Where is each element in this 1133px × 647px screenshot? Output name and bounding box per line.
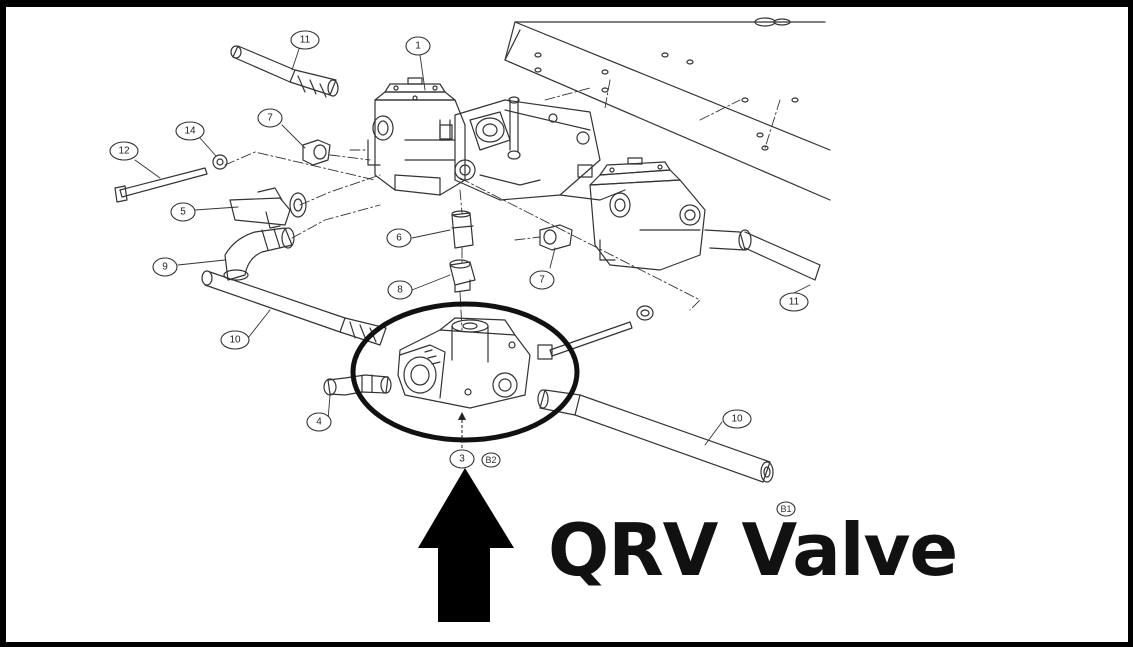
callout-10-left <box>220 330 250 350</box>
callout-1 <box>405 36 431 56</box>
callout-label: 11 <box>789 297 800 308</box>
fitting-8 <box>449 259 476 293</box>
callout-3 <box>449 449 475 469</box>
qrv-highlight-circle <box>350 301 580 443</box>
callout-label: 8 <box>397 285 403 296</box>
callout-label: 3 <box>459 454 465 465</box>
mounting-plate <box>504 17 831 201</box>
callout-label: 1 <box>415 41 421 52</box>
callout-label: 10 <box>229 335 241 346</box>
callout-11-right <box>779 292 809 312</box>
tube-10-left <box>201 270 387 346</box>
ref-b1 <box>776 501 796 517</box>
callout-label: 4 <box>316 417 322 428</box>
callout-12 <box>109 141 139 161</box>
callout-label: 5 <box>180 207 186 218</box>
plug-7-upper <box>302 139 331 166</box>
callout-9 <box>152 257 178 277</box>
callout-14 <box>175 121 205 141</box>
callout-8 <box>387 280 413 300</box>
callout-label: 7 <box>539 275 545 286</box>
callout-7-lower <box>529 270 555 290</box>
callout-label: 11 <box>300 35 311 46</box>
fitting-6 <box>451 210 474 249</box>
qrv-valve-body <box>397 317 531 409</box>
callout-label: 14 <box>184 126 196 137</box>
qrv-valve-label: QRV Valve <box>548 508 958 592</box>
tube-11-right <box>744 231 821 281</box>
callout-label: 9 <box>162 262 168 273</box>
callout-4 <box>306 412 332 432</box>
callout-label: 12 <box>118 146 130 157</box>
callout-label: 10 <box>731 414 743 425</box>
callout-11-upper <box>290 30 320 50</box>
washer-14 <box>212 154 228 170</box>
callout-label: 7 <box>267 113 273 124</box>
tube-10-right <box>537 389 774 483</box>
qrv-mount-bolt <box>537 305 654 360</box>
reference-label: B1 <box>780 504 791 514</box>
tube-11-upper <box>230 45 339 98</box>
callout-10-right <box>722 409 752 429</box>
tee-fitting-5 <box>229 187 307 229</box>
plug-7-lower <box>539 224 573 251</box>
callout-5 <box>170 202 196 222</box>
callout-label: 6 <box>396 233 402 244</box>
reference-label: B2 <box>485 455 496 465</box>
callout-6 <box>386 228 412 248</box>
assembly-lines <box>224 79 781 331</box>
bolt-12 <box>114 167 208 203</box>
elbow-9 <box>223 227 295 281</box>
ref-b2 <box>481 452 501 468</box>
qrv-pointer-arrow <box>418 412 514 622</box>
valve-right-body <box>589 157 752 271</box>
callout-7-upper <box>257 108 283 128</box>
